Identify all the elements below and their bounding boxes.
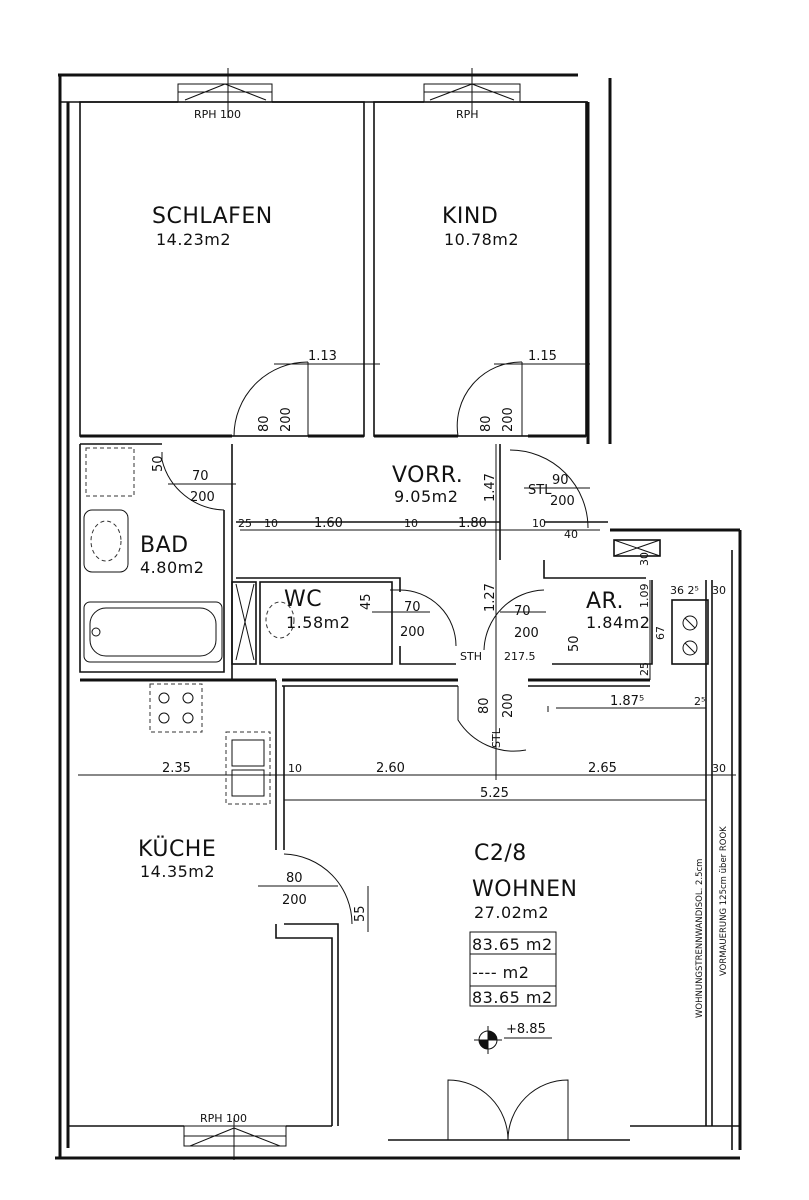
vertical-note: WOHNUNGSTRENNWANDISOL. 2.5cm [695,859,705,1018]
room-name-wc: WC [284,587,322,612]
unit-code: C2/8 [474,841,527,866]
dim-label: 80 [257,415,272,432]
dim-label: 1.13 [308,349,337,364]
stove-icon [149,683,203,733]
elevation-label: +8.85 [506,1022,546,1037]
area-box-bottom: 83.65 m2 [472,988,553,1007]
dim-label: 70 [514,604,531,619]
dim-label: 55 [353,905,368,922]
room-name-vorr: VORR. [392,463,463,488]
dim-label: 90 [552,473,569,488]
dim-label: 45 [359,593,374,610]
dim-label: 200 [514,626,539,641]
dim-label: 25 [238,517,252,530]
dim-label: 30 [638,552,651,566]
area-box-middle: ---- m2 [472,963,529,982]
room-name-wohnen: WOHNEN [472,877,577,902]
dim-label: 10 [264,517,278,530]
room-area-vorr: 9.05m2 [394,487,458,506]
room-name-bad: BAD [140,533,189,558]
dim-label: 10 [288,762,302,775]
window-label-top-left: RPH 100 [194,108,241,121]
dimension-labels: 1.13 1.15 80 200 80 200 50 70 200 1.47 S… [151,349,729,1018]
room-labels: SCHLAFEN 14.23m2 KIND 10.78m2 VORR. 9.05… [138,204,650,1037]
window-labels: RPH 100 RPH RPH 100 [194,108,479,1125]
doors [161,361,589,925]
room-name-kind: KIND [442,204,498,229]
room-name-schlafen: SCHLAFEN [152,204,273,229]
dim-label: 1.80 [458,516,487,531]
area-box [469,931,557,1007]
room-area-ar: 1.84m2 [586,613,650,632]
dim-label: 1.87⁵ [610,694,644,709]
room-area-wohnen: 27.02m2 [474,903,549,922]
dim-label: 67 [654,626,667,640]
dim-label: 50 [567,635,582,652]
dim-label: 200 [282,893,307,908]
dim-label: STH [460,650,482,663]
dim-label: 5.25 [480,786,509,801]
room-area-bad: 4.80m2 [140,558,204,577]
dim-label: 80 [286,871,303,886]
toilet-icon [265,601,295,639]
dim-label: 200 [400,625,425,640]
dim-label: 200 [501,693,516,718]
window-label-bottom: RPH 100 [200,1112,247,1125]
dim-label: 70 [192,469,209,484]
dim-label: 2.35 [162,761,191,776]
dim-label: 2⁵ [694,695,705,708]
room-area-kind: 10.78m2 [444,230,519,249]
fixtures [83,447,295,805]
shower-tray-icon [85,447,135,497]
kitchen-sink-icon [225,731,271,805]
dim-label: 50 [151,455,166,472]
room-name-kueche: KÜCHE [138,836,216,862]
dim-label: 1.27 [483,583,498,612]
dim-label: 1.47 [483,473,498,502]
bathtub-icon [83,601,223,663]
area-box-total: 83.65 m2 [472,935,553,954]
room-area-wc: 1.58m2 [286,613,350,632]
dim-label: 217.5 [504,650,536,663]
dim-label: 2.60 [376,761,405,776]
dim-label: 200 [190,490,215,505]
dim-label: 30 [712,762,726,775]
room-area-schlafen: 14.23m2 [156,230,231,249]
windows [177,68,569,1160]
dim-label: 1.60 [314,516,343,531]
dim-label: 40 [564,528,578,541]
room-area-kueche: 14.35m2 [140,862,215,881]
vertical-note: VORMAUERUNG 125cm über ROOK [719,826,729,976]
interior-walls [79,101,713,1126]
dim-label: 1.09 [638,584,651,609]
washbasin-icon [83,509,129,573]
dim-label: 25 [638,662,651,676]
dim-label: 80 [477,697,492,714]
dim-label: 10 [532,517,546,530]
dim-label: 200 [550,494,575,509]
dim-label: 30 [712,584,726,597]
dim-label: 200 [279,407,294,432]
dim-label: STL [528,483,552,498]
dim-label: 10 [404,517,418,530]
dim-label: 1.15 [528,349,557,364]
room-name-ar: AR. [586,589,624,614]
dim-label: 80 [479,415,494,432]
dim-label: STL [490,727,503,748]
dimension-lines [78,363,736,1054]
dim-label: 70 [404,600,421,615]
dim-label: 200 [501,407,516,432]
dim-label: 2.65 [588,761,617,776]
dim-label: 36 2⁵ [670,584,699,597]
window-label-top-right: RPH [456,108,479,121]
